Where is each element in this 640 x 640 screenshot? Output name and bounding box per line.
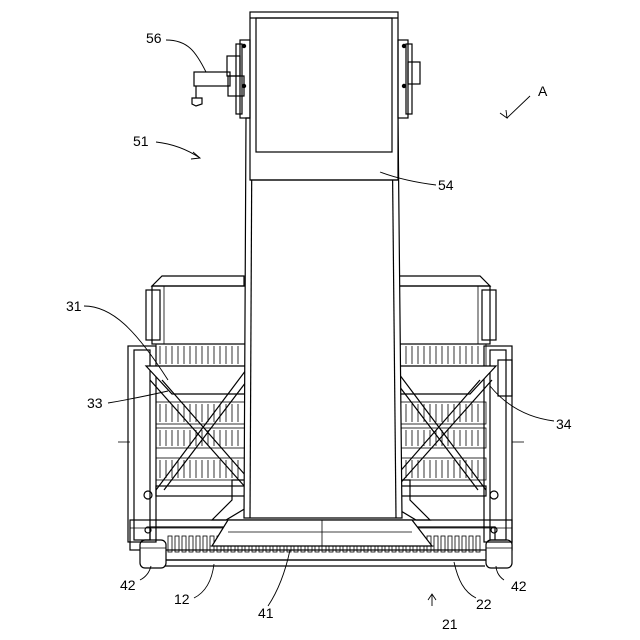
wheel-left [140,540,166,568]
ref-numeral-42-left: 42 [120,578,136,592]
left-upper-housing [146,276,246,344]
ref-numeral-31: 31 [66,299,82,313]
drive-motor [192,72,230,106]
comb-block-right [396,402,486,424]
ref-numeral-22: 22 [476,597,492,611]
left-side-frame [118,346,156,542]
ref-numeral-42-right: 42 [511,579,527,593]
ref-numeral-54: 54 [438,178,454,192]
wheel-right [486,540,512,568]
ref-numeral-33: 33 [87,396,103,410]
lower-trough [210,520,434,546]
comb-block-left [156,344,246,366]
comb-block-right [396,344,486,366]
ref-letter-A: A [538,84,547,98]
ref-numeral-41: 41 [258,606,274,620]
right-side-frame [484,346,524,542]
ref-numeral-51: 51 [133,134,149,148]
ref-numeral-12: 12 [174,592,190,606]
comb-block-left [156,402,246,424]
top-roller-drum [250,12,398,180]
ref-numeral-56: 56 [146,31,162,45]
ref-numeral-34: 34 [556,417,572,431]
drum-bracket-right [398,40,420,118]
right-cross-brace [396,366,496,496]
ref-numeral-21: 21 [442,617,458,631]
right-upper-housing [396,276,496,344]
